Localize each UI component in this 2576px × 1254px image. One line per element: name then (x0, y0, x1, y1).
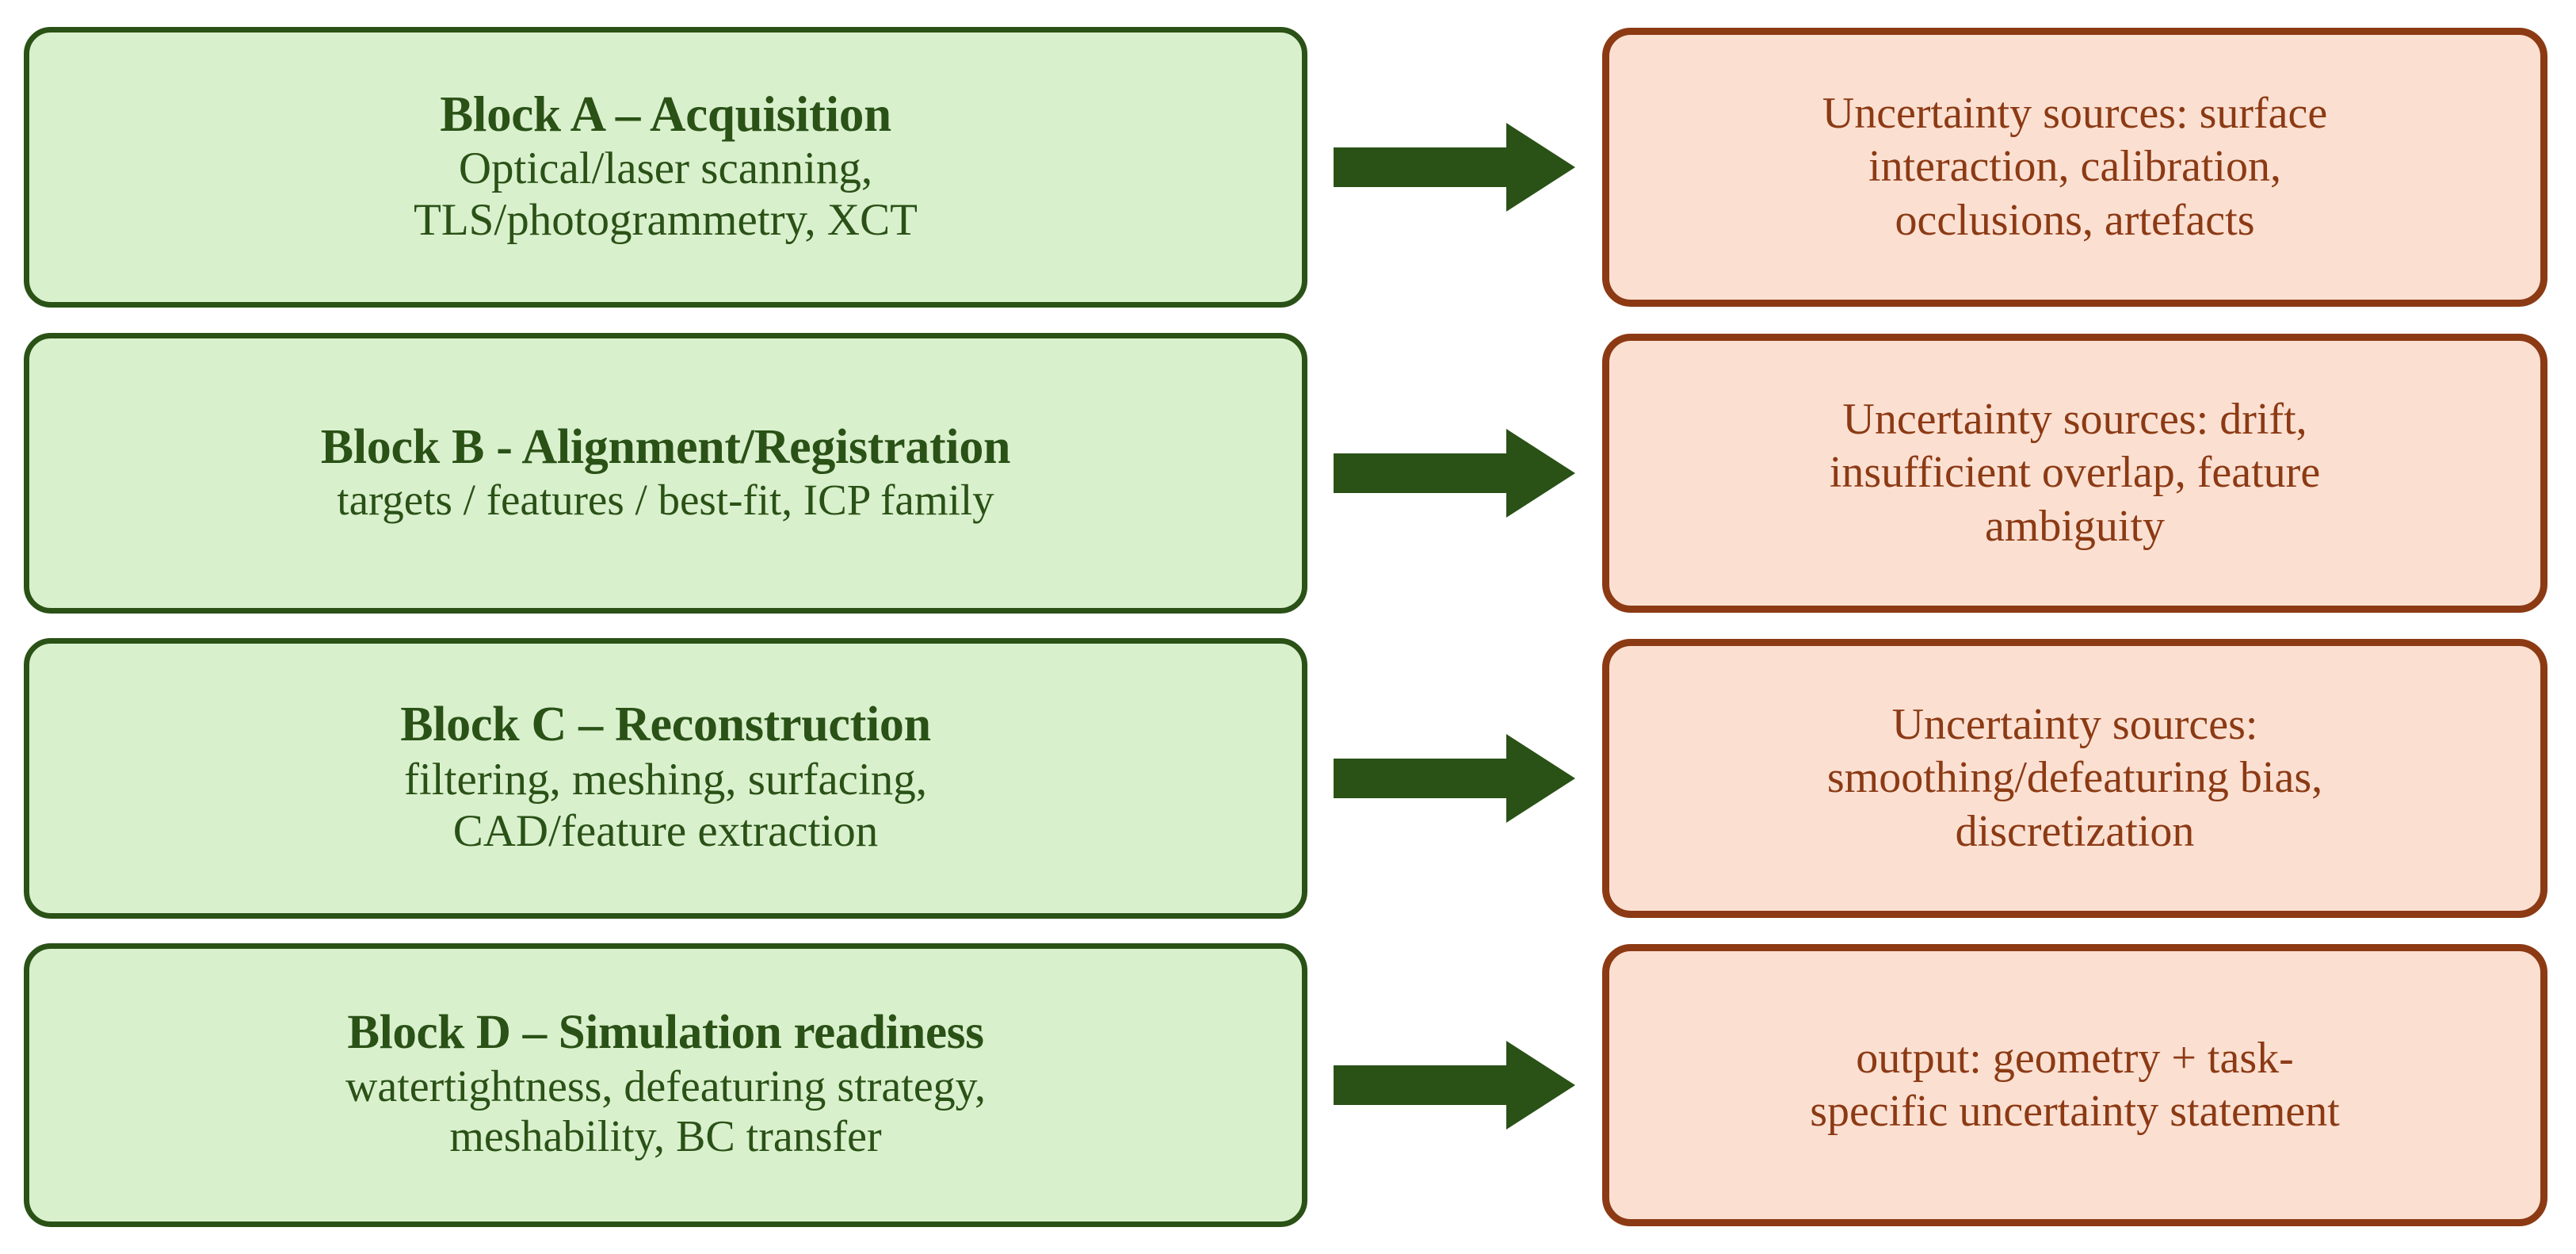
stage-title-block-d: Block D – Simulation readiness (347, 1005, 984, 1059)
stage-box-block-a[interactable]: Block A – Acquisition Optical/laser scan… (24, 27, 1307, 308)
flow-row-block-b: Block B - Alignment/Registration targets… (0, 330, 2576, 617)
stage-body-block-b: targets / features / best-fit, ICP famil… (337, 476, 994, 526)
flow-row-block-c: Block C – Reconstruction filtering, mesh… (0, 635, 2576, 922)
stage-body-line: TLS/photogrammetry, XCT (414, 195, 918, 246)
uncertainty-line: specific uncertainty statement (1810, 1087, 2340, 1136)
stage-box-block-d[interactable]: Block D – Simulation readiness watertigh… (24, 943, 1307, 1227)
arrow-right-icon-block-d (1334, 1041, 1575, 1130)
uncertainty-line: occlusions, artefacts (1895, 195, 2255, 245)
stage-title-block-a: Block A – Acquisition (440, 86, 891, 142)
stage-box-block-b[interactable]: Block B - Alignment/Registration targets… (24, 333, 1307, 614)
flow-row-block-d: Block D – Simulation readiness watertigh… (0, 940, 2576, 1230)
uncertainty-line: discretization (1955, 806, 2195, 856)
stage-body-block-c: filtering, meshing, surfacing, CAD/featu… (404, 755, 927, 858)
uncertainty-text-block-b: Uncertainty sources: drift, insufficient… (1830, 393, 2320, 553)
stage-box-block-c[interactable]: Block C – Reconstruction filtering, mesh… (24, 638, 1307, 919)
arrow-right-icon-block-c (1334, 734, 1575, 823)
stage-body-line: Optical/laser scanning, (458, 143, 873, 194)
uncertainty-line: smoothing/defeaturing bias, (1826, 753, 2323, 803)
stage-body-block-a: Optical/laser scanning, TLS/photogrammet… (414, 143, 918, 247)
uncertainty-line: Uncertainty sources: drift, (1842, 395, 2307, 445)
stage-title-block-c: Block C – Reconstruction (400, 698, 931, 752)
stage-body-block-d: watertightness, defeaturing strategy, me… (345, 1062, 986, 1164)
stage-title-block-b: Block B - Alignment/Registration (320, 419, 1011, 474)
stage-body-line: targets / features / best-fit, ICP famil… (337, 475, 994, 524)
uncertainty-line: output: geometry + task- (1856, 1033, 2294, 1083)
uncertainty-box-block-c[interactable]: Uncertainty sources: smoothing/defeaturi… (1602, 639, 2547, 918)
uncertainty-line: ambiguity (1984, 501, 2166, 551)
stage-body-line: filtering, meshing, surfacing, (403, 754, 928, 805)
uncertainty-text-block-c: Uncertainty sources: smoothing/defeaturi… (1827, 698, 2322, 858)
uncertainty-line: interaction, calibration, (1868, 142, 2281, 192)
uncertainty-box-block-b[interactable]: Uncertainty sources: drift, insufficient… (1602, 334, 2547, 613)
uncertainty-text-block-a: Uncertainty sources: surface interaction… (1822, 87, 2328, 247)
uncertainty-text-block-d: output: geometry + task- specific uncert… (1810, 1032, 2340, 1138)
arrow-right-icon-block-b (1334, 429, 1575, 518)
uncertainty-line: insufficient overlap, feature (1829, 448, 2321, 498)
arrow-right-icon-block-a (1334, 123, 1575, 212)
stage-body-line: CAD/feature extraction (452, 805, 879, 856)
uncertainty-line: Uncertainty sources: (1891, 700, 2258, 750)
flow-row-block-a: Block A – Acquisition Optical/laser scan… (0, 24, 2576, 311)
uncertainty-line: Uncertainty sources: surface (1822, 89, 2328, 139)
uncertainty-box-block-a[interactable]: Uncertainty sources: surface interaction… (1602, 28, 2547, 307)
stage-body-line: watertightness, defeaturing strategy, (345, 1061, 987, 1111)
uncertainty-box-block-d[interactable]: output: geometry + task- specific uncert… (1602, 944, 2547, 1226)
stage-body-line: meshability, BC transfer (449, 1112, 882, 1162)
